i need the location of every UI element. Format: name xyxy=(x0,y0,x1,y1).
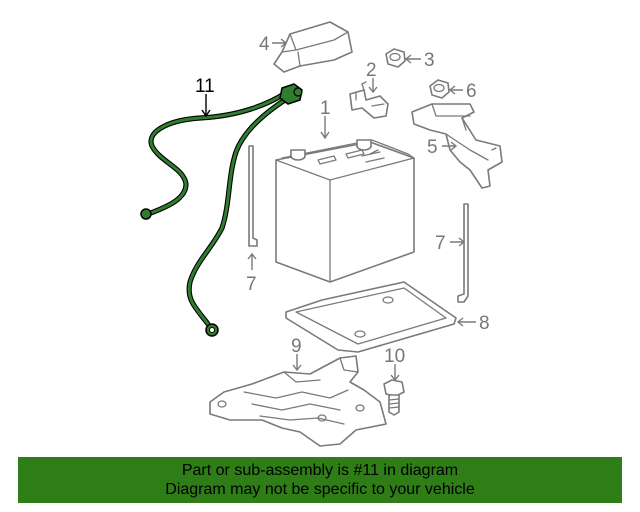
callout-1: 1 xyxy=(320,98,331,119)
callout-8: 8 xyxy=(479,313,490,334)
part-1-battery[interactable] xyxy=(275,139,415,283)
part-4-terminal-cover[interactable] xyxy=(273,21,353,73)
callout-6: 6 xyxy=(466,81,477,102)
leader-lines xyxy=(201,38,476,382)
callout-2: 2 xyxy=(366,60,377,81)
callout-10: 10 xyxy=(384,346,405,367)
part-6-nut[interactable] xyxy=(429,79,450,99)
callout-5: 5 xyxy=(427,137,438,158)
part-9-battery-carrier[interactable] xyxy=(209,355,387,447)
part-11-negative-battery-cable[interactable] xyxy=(140,83,303,337)
part-3-nut[interactable] xyxy=(385,48,406,68)
callout-9: 9 xyxy=(291,336,302,357)
part-10-bolt[interactable] xyxy=(383,379,405,416)
info-banner: Part or sub-assembly is #11 in diagram D… xyxy=(18,457,622,503)
callout-11: 11 xyxy=(195,76,215,97)
banner-line-2: Diagram may not be specific to your vehi… xyxy=(165,481,475,498)
callout-7-left: 7 xyxy=(246,274,257,295)
part-2-clamp-bolt[interactable] xyxy=(349,81,389,119)
part-7-hold-down-rod-right[interactable] xyxy=(457,203,469,303)
callout-4: 4 xyxy=(259,34,270,55)
part-8-battery-tray[interactable] xyxy=(285,281,457,353)
parts-diagram: 1 2 3 4 5 6 7 7 8 9 10 11 xyxy=(140,21,503,447)
callout-7-right: 7 xyxy=(435,233,446,254)
part-7-hold-down-rod-left[interactable] xyxy=(248,145,258,247)
banner-line-1: Part or sub-assembly is #11 in diagram xyxy=(181,462,459,479)
callout-3: 3 xyxy=(424,50,435,71)
